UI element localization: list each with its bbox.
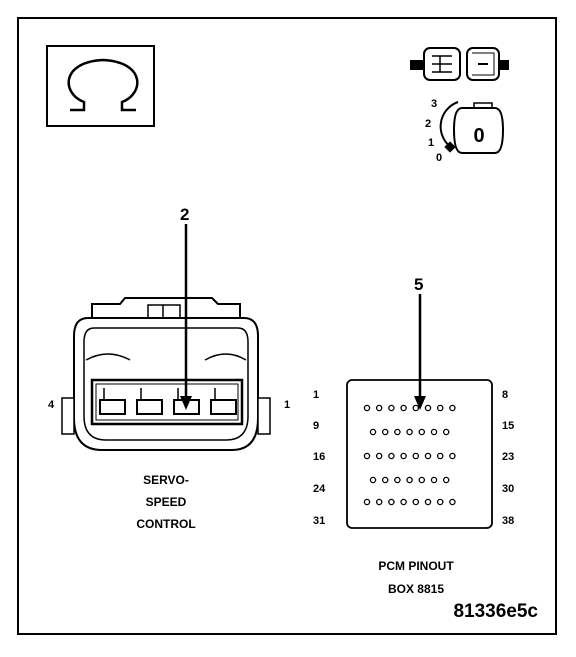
callout-arrow-5 [414,294,426,410]
ohmmeter-icon [46,45,155,127]
pcm-pin-cavity [388,404,395,412]
pcm-pin-cavity [400,404,407,412]
pcm-pin-cavity [369,428,377,436]
pcm-pin-cavity [436,452,444,460]
pcm-pin-cavity [400,498,407,506]
pcm-pin-cavity [424,498,432,506]
pcm-row-label-left-5: 31 [313,515,325,527]
pcm-row-label-right-1: 8 [502,389,508,401]
disconnected-connector-icon [410,47,509,81]
pcm-row-label-left-2: 9 [313,420,319,432]
pcm-pin-cavity [424,452,432,460]
pcm-label-line-1: PCM PINOUT [378,559,454,573]
pcm-pin-cavity [449,452,456,460]
pcm-pin-cavity [388,498,395,506]
pcm-label-line-2: BOX 8815 [388,582,444,596]
pcm-pin-cavity [381,428,389,436]
pcm-pin-cavity [418,428,426,436]
pcm-pin-cavity [363,452,371,460]
pcm-row-label-left-3: 16 [313,451,325,463]
pcm-pin-cavity [400,452,407,460]
pcm-pin-cavity [375,404,383,412]
key-position-0: 0 [436,152,442,164]
pcm-pin-cavity [412,452,420,460]
key-position-1: 1 [428,137,434,149]
pcm-pin-cavity [430,476,438,484]
servo-label-line-2: SPEED [146,495,187,509]
pcm-pin-cavity [406,428,413,436]
pcm-pin-cavity [363,404,371,412]
key-face-label: 0 [473,125,484,147]
pcm-pin-cavity [406,476,413,484]
key-position-3: 3 [431,98,437,110]
servo-label-line-3: CONTROL [136,517,195,531]
pcm-pin-cavity [436,498,444,506]
servo-terminals [99,388,237,415]
callout-number-2: 2 [180,205,189,224]
pcm-pin-cavity [449,404,456,412]
pcm-pin-cavity [424,404,432,412]
pcm-pin-cavity [442,428,450,436]
pcm-row-label-right-4: 30 [502,483,514,495]
pcm-pin-cavity [363,498,371,506]
pcm-pin-cavity [388,452,395,460]
pcm-pin-cavity [412,498,420,506]
pcm-row-label-left-4: 24 [313,483,326,495]
pcm-pin-cavity [369,476,377,484]
pcm-row-label-right-5: 38 [502,515,514,527]
pcm-pin-cavity [394,476,401,484]
figure-frame [17,17,557,635]
pcm-pin-cavity [394,428,401,436]
callout-number-5: 5 [414,275,423,294]
pcm-row-label-left-1: 1 [313,389,319,401]
pcm-pin-cavity [375,498,383,506]
servo-pin-label-left: 4 [48,399,55,411]
key-position-2: 2 [425,118,431,130]
pcm-pin-cavity [430,428,438,436]
pcm-row-label-right-2: 15 [502,420,514,432]
servo-label-line-1: SERVO- [143,473,189,487]
pcm-row-label-right-3: 23 [502,451,514,463]
ignition-key-icon: 3 2 1 0 0 [425,98,505,164]
pcm-pin-cavity [418,476,426,484]
pcm-pin-cavity [381,476,389,484]
servo-pin-label-right: 1 [284,399,290,411]
pcm-pin-cavity [375,452,383,460]
pcm-pin-cavity [442,476,450,484]
pcm-pin-grid [363,404,456,506]
servo-connector [61,297,271,451]
pcm-pin-cavity [412,404,420,412]
figure-id: 81336e5c [453,601,538,622]
callout-arrow-2 [180,224,192,410]
pcm-pin-cavity [449,498,456,506]
pcm-pin-cavity [436,404,444,412]
